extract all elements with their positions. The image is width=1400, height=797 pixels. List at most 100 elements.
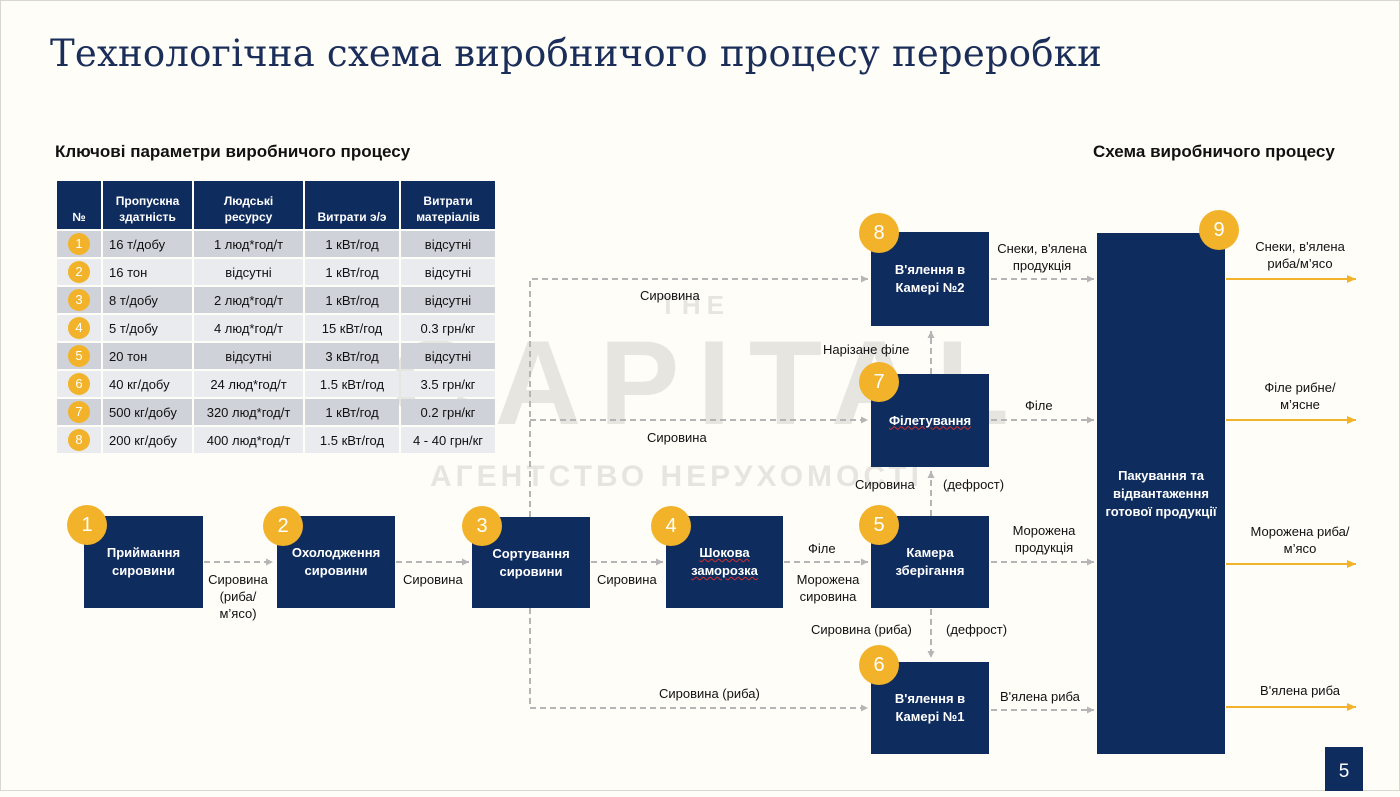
row-number-cell: 2 xyxy=(57,259,101,285)
output-label-1: Снеки, в'ялена риба/м’ясо xyxy=(1255,239,1345,271)
people-cell: 24 люд*год/т xyxy=(194,371,303,397)
scheme-title: Схема виробничого процесу xyxy=(1093,142,1335,161)
params-title: Ключові параметри виробничого процесу xyxy=(55,142,411,161)
edge-label-3-6: Сировина (риба) xyxy=(659,686,760,701)
process-label-8: В'ялення в Камері №2 xyxy=(894,262,966,295)
col-header-materials: Витрати матеріалів xyxy=(401,181,495,229)
people-cell: відсутні xyxy=(194,259,303,285)
capacity-cell: 40 кг/добу xyxy=(103,371,192,397)
output-label-2: Філе рибне/м’ясне xyxy=(1264,380,1336,412)
edge-label-3-4: Сировина xyxy=(597,572,657,587)
capacity-cell: 16 т/добу xyxy=(103,231,192,257)
process-box-9: Пакування та відвантаження готової проду… xyxy=(1097,233,1225,754)
energy-cell: 1.5 кВт/год xyxy=(305,427,399,453)
row-number-badge: 2 xyxy=(68,261,90,283)
edge-label-7-8: Нарізане філе xyxy=(823,342,910,357)
step-badge-6: 6 xyxy=(859,645,899,685)
row-number-cell: 4 xyxy=(57,315,101,341)
row-number-badge: 3 xyxy=(68,289,90,311)
step-badge-5: 5 xyxy=(859,505,899,545)
process-label-9: Пакування та відвантаження готової проду… xyxy=(1105,467,1217,519)
row-number-badge: 4 xyxy=(68,317,90,339)
process-label-2: Охолодження сировини xyxy=(291,545,381,578)
row-number-cell: 8 xyxy=(57,427,101,453)
process-box-7: Філетування xyxy=(871,374,989,467)
step-badge-3: 3 xyxy=(462,506,502,546)
row-number-badge: 6 xyxy=(68,373,90,395)
capacity-cell: 8 т/добу xyxy=(103,287,192,313)
process-label-6: В'ялення в Камері №1 xyxy=(894,691,966,724)
capacity-cell: 5 т/добу xyxy=(103,315,192,341)
row-number-badge: 8 xyxy=(68,429,90,451)
process-box-4: Шокова заморозка xyxy=(666,516,783,608)
edge-label-5-6-right: (дефрост) xyxy=(946,622,1008,637)
row-number-cell: 1 xyxy=(57,231,101,257)
energy-cell: 1 кВт/год xyxy=(305,259,399,285)
row-number-cell: 7 xyxy=(57,399,101,425)
edge-label-5-6-left: Сировина (риба) xyxy=(811,622,912,637)
energy-cell: 1 кВт/год xyxy=(305,287,399,313)
row-number-badge: 5 xyxy=(68,345,90,367)
edge-label-7-9: Філе xyxy=(1025,398,1053,413)
edge-label-5-7-left: Сировина xyxy=(855,477,915,492)
row-number-cell: 5 xyxy=(57,343,101,369)
step-badge-4: 4 xyxy=(651,506,691,546)
process-label-4: Шокова заморозка xyxy=(691,545,758,578)
process-label-5: Камера зберігання xyxy=(895,545,965,578)
energy-cell: 15 кВт/год xyxy=(305,315,399,341)
row-number-badge: 7 xyxy=(68,401,90,423)
energy-cell: 3 кВт/год xyxy=(305,343,399,369)
row-number-cell: 3 xyxy=(57,287,101,313)
people-cell: 4 люд*год/т xyxy=(194,315,303,341)
capacity-cell: 16 тон xyxy=(103,259,192,285)
energy-cell: 1.5 кВт/год xyxy=(305,371,399,397)
col-header-capacity: Пропускна здатність xyxy=(103,181,192,229)
edge-label-5-7-right: (дефрост) xyxy=(943,477,1005,492)
process-label-3: Сортування сировини xyxy=(492,545,570,579)
page-number: 5 xyxy=(1325,747,1363,791)
materials-cell: відсутні xyxy=(401,259,495,285)
table-header-row: № Пропускна здатність Людські ресурсу Ви… xyxy=(57,181,495,229)
people-cell: 320 люд*год/т xyxy=(194,399,303,425)
people-cell: 400 люд*год/т xyxy=(194,427,303,453)
row-number-badge: 1 xyxy=(68,233,90,255)
edge-label-4-5-frozen: Морожена сировина xyxy=(796,572,860,604)
people-cell: 1 люд*год/т xyxy=(194,231,303,257)
materials-cell: відсутні xyxy=(401,287,495,313)
page-title: Технологічна схема виробничого процесу п… xyxy=(50,32,1102,75)
capacity-cell: 500 кг/добу xyxy=(103,399,192,425)
edge-label-3-8: Сировина xyxy=(640,288,700,303)
edge-label-5-9: Морожена продукція xyxy=(1012,523,1076,555)
materials-cell: 0.2 грн/кг xyxy=(401,399,495,425)
people-cell: відсутні xyxy=(194,343,303,369)
edge-label-8-9: Снеки, в'ялена продукція xyxy=(997,241,1087,273)
col-header-energy: Витрати э/э xyxy=(305,181,399,229)
step-badge-8: 8 xyxy=(859,213,899,253)
energy-cell: 1 кВт/год xyxy=(305,399,399,425)
step-badge-2: 2 xyxy=(263,506,303,546)
output-label-4: В'ялена риба xyxy=(1260,683,1340,698)
materials-cell: 0.3 грн/кг xyxy=(401,315,495,341)
materials-cell: 4 - 40 грн/кг xyxy=(401,427,495,453)
edge-label-2-3: Сировина xyxy=(403,572,463,587)
edge-label-1-2: Сировина (риба/ м’ясо) xyxy=(208,572,268,621)
process-label-1: Приймання сировини xyxy=(106,545,181,578)
col-header-people: Людські ресурсу xyxy=(194,181,303,229)
capacity-cell: 20 тон xyxy=(103,343,192,369)
step-badge-9: 9 xyxy=(1199,210,1239,250)
process-box-6: В'ялення в Камері №1 xyxy=(871,662,989,754)
edge-3-6 xyxy=(529,608,868,712)
edge-label-4-5-file: Філе xyxy=(808,541,836,556)
step-badge-1: 1 xyxy=(67,505,107,545)
people-cell: 2 люд*год/т xyxy=(194,287,303,313)
col-header-number: № xyxy=(57,181,101,229)
materials-cell: відсутні xyxy=(401,343,495,369)
edge-label-6-9: В'ялена риба xyxy=(1000,689,1080,704)
